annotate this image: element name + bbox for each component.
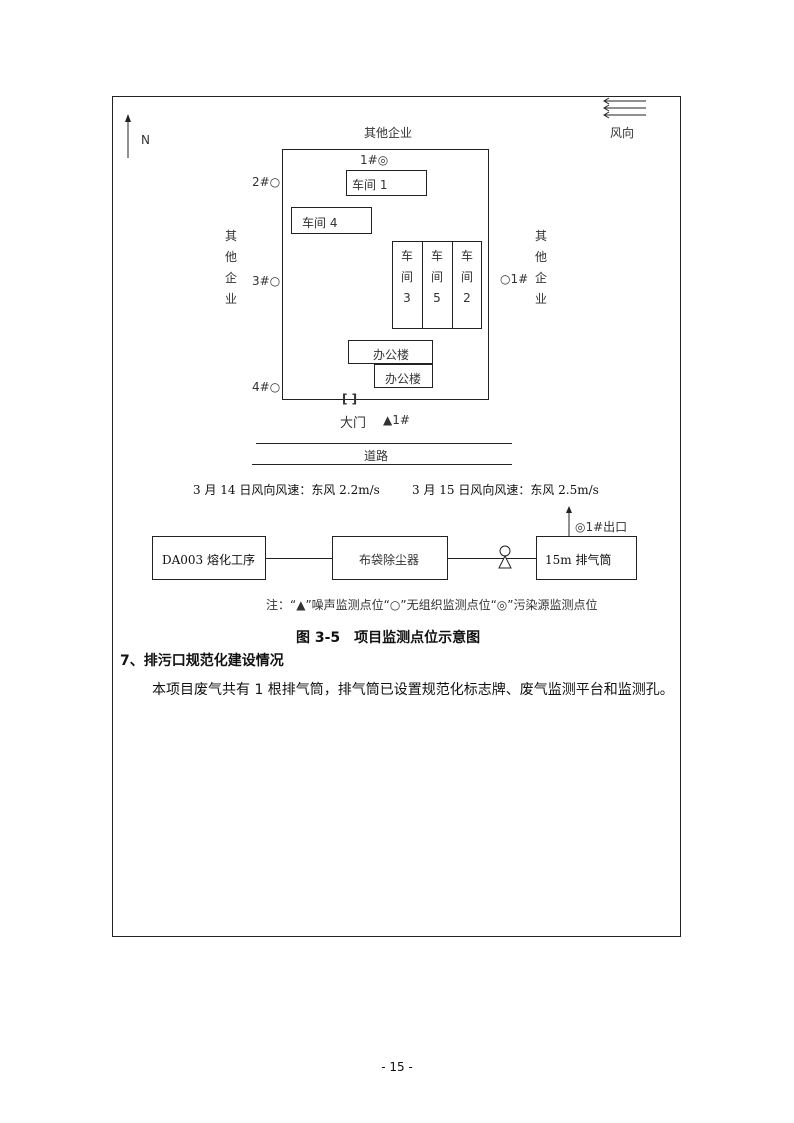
office-building-a: 办公楼 <box>348 340 433 364</box>
flow-line-2 <box>448 558 536 559</box>
office-building-b: 办公楼 <box>374 364 433 388</box>
monitoring-point-2: 2#○ <box>252 175 281 189</box>
workshop-4: 车间 4 <box>291 207 372 234</box>
workshop-2: 车间2 <box>452 241 482 329</box>
wind-info-mar15: 3 月 15 日风向风速：东风 2.5m/s <box>412 483 599 497</box>
content-frame <box>112 96 681 937</box>
fan-icon <box>498 545 512 569</box>
left-neighbor-label: 其他企业 <box>224 229 237 306</box>
monitoring-point-1-right: ○1# <box>500 272 529 286</box>
page-number: - 15 - <box>381 1060 413 1074</box>
outlet-arrow-icon <box>566 506 572 537</box>
stack-box: 15m 排气筒 <box>536 536 637 580</box>
legend-note: 注：“▲”噪声监测点位“○”无组织监测点位“◎”污染源监测点位 <box>266 598 598 612</box>
north-label: N <box>141 133 150 147</box>
section-heading: 7、排污口规范化建设情况 <box>120 653 284 669</box>
monitoring-point-1-top: 1#◎ <box>360 153 389 167</box>
gate-symbol: [ ] <box>342 392 358 406</box>
workshop-5: 车间5 <box>422 241 453 329</box>
process-box: DA003 熔化工序 <box>152 536 266 580</box>
north-arrow-icon <box>125 114 131 158</box>
body-paragraph: 本项目废气共有 1 根排气筒，排气筒已设置规范化标志牌、废气监测平台和监测孔。 <box>152 682 674 698</box>
monitoring-point-3: 3#○ <box>252 274 281 288</box>
road-edge-bottom <box>252 464 512 465</box>
road-edge-top <box>256 443 512 444</box>
road-label: 道路 <box>364 449 389 463</box>
workshop-3: 车间3 <box>392 241 423 329</box>
wind-info-mar14: 3 月 14 日风向风速：东风 2.2m/s <box>193 483 380 497</box>
figure-caption: 图 3-5 项目监测点位示意图 <box>296 630 481 646</box>
filter-box: 布袋除尘器 <box>332 536 448 580</box>
gate-label: 大门 <box>340 416 367 431</box>
top-neighbor-label: 其他企业 <box>364 126 413 140</box>
wind-direction-icon <box>603 97 646 119</box>
workshop-1: 车间 1 <box>346 170 427 196</box>
right-neighbor-label: 其他企业 <box>534 229 547 306</box>
outlet-label: ◎1#出口 <box>575 520 628 534</box>
flow-line-1 <box>266 558 332 559</box>
monitoring-point-4: 4#○ <box>252 380 281 394</box>
wind-label: 风向 <box>610 126 635 140</box>
noise-point-1: ▲1# <box>383 413 410 427</box>
